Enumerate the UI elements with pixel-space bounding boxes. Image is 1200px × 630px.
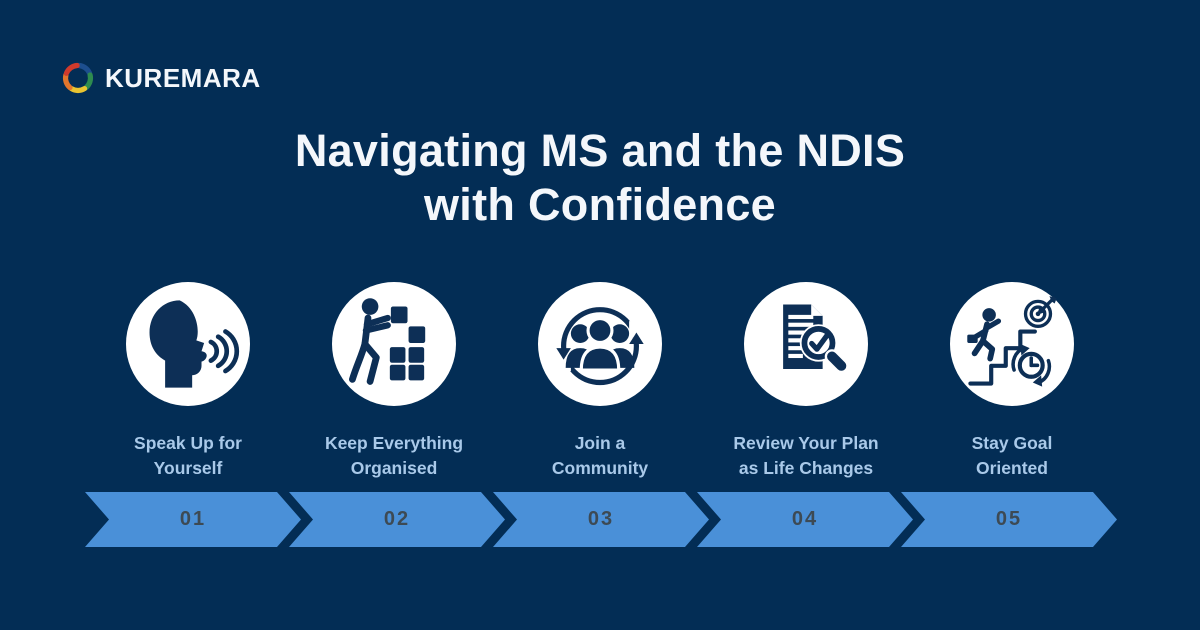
brand-logo: KUREMARA <box>58 58 261 98</box>
aperture-swirl-icon <box>58 58 98 98</box>
speaking-head-icon <box>126 282 250 406</box>
community-cycle-icon <box>538 282 662 406</box>
chevron-step-5: 05 <box>901 492 1117 547</box>
step-review-plan: Review Your Plan as Life Changes <box>703 282 909 481</box>
step-number: 05 <box>995 508 1023 530</box>
step-organised: Keep Everything Organised <box>291 282 497 481</box>
process-band: 01 02 03 04 05 <box>85 492 1105 547</box>
steps-row: Speak Up for Yourself Keep Everything Or… <box>85 282 1115 481</box>
chevron-step-2: 02 <box>289 492 505 547</box>
chevron-step-1: 01 <box>85 492 301 547</box>
step-label: Keep Everything Organised <box>324 433 464 478</box>
brand-name: KUREMARA <box>105 62 261 93</box>
step-label: Review Your Plan as Life Changes <box>733 433 879 478</box>
chevron-step-4: 04 <box>697 492 913 547</box>
step-community: Join a Community <box>497 282 703 481</box>
step-number: 02 <box>383 508 411 530</box>
step-label: Speak Up for Yourself <box>134 433 242 478</box>
stairs-goal-target-icon <box>950 282 1074 406</box>
chevron-step-3: 03 <box>493 492 709 547</box>
step-number: 03 <box>587 508 615 530</box>
document-check-magnifier-icon <box>744 282 868 406</box>
page-title: Navigating MS and the NDIS with Confiden… <box>294 125 906 230</box>
step-label: Stay Goal Oriented <box>971 433 1053 478</box>
step-goal-oriented: Stay Goal Oriented <box>909 282 1115 481</box>
person-stacking-boxes-icon <box>332 282 456 406</box>
step-number: 01 <box>179 508 207 530</box>
step-label: Join a Community <box>551 433 649 478</box>
step-speak-up: Speak Up for Yourself <box>85 282 291 481</box>
step-number: 04 <box>791 508 819 530</box>
